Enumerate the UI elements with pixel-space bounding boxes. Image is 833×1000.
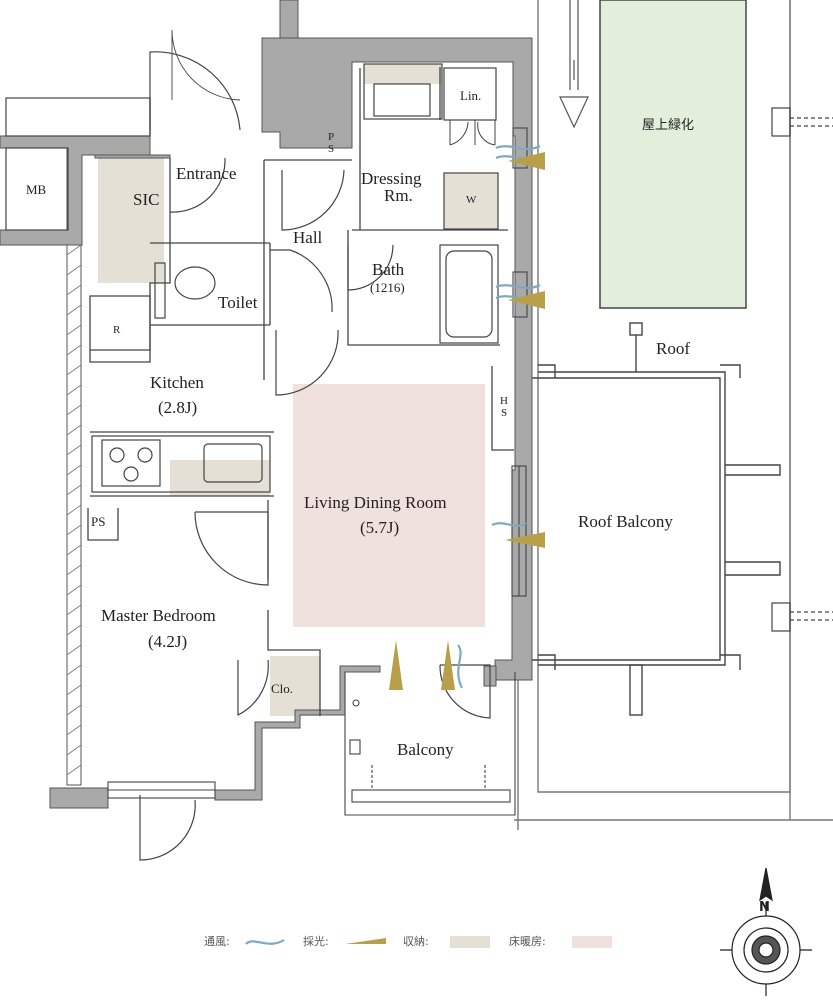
label-master: Master Bedroom [101,606,216,625]
floor-heating-area [293,384,485,627]
compass-rose [720,867,812,996]
vanity [363,63,499,230]
daylight-arrows [389,152,545,690]
label-ps-left: PS [91,514,106,529]
rooftop-green-area [599,0,747,309]
legend-swatches [245,936,612,948]
label-kitchen-size: (2.8J) [158,398,198,417]
label-w: W [466,194,477,206]
label-clo: Clo. [271,681,294,696]
exterior-wall-hatched [66,244,82,786]
label-master-size: (4.2J) [148,632,188,651]
linen-doors [449,120,496,146]
roof-balcony-frame [532,322,781,716]
balcony-area [344,672,516,816]
storage-areas [98,64,498,716]
label-toilet: Toilet [218,293,258,312]
label-roof-balcony: Roof Balcony [578,512,673,531]
label-roof: Roof [656,339,690,358]
door-swings [139,29,491,861]
label-hall: Hall [293,228,323,247]
legend-storage: 収納: [403,935,429,948]
label-lin: Lin. [460,88,482,103]
label-r: R [113,324,121,336]
compass-north-label: N [759,900,770,915]
label-hs: H S [500,395,508,419]
legend-ventilation: 通風: [204,935,230,948]
legend-daylight: 採光: [303,935,329,948]
label-dressing-2: Rm. [384,186,413,205]
label-bath-size: (1216) [370,280,405,295]
label-ldr-size: (5.7J) [360,518,400,537]
railing-fittings [771,107,833,632]
label-mb: MB [26,182,47,197]
label-dressing-1: Dressing [361,169,422,188]
label-entrance: Entrance [176,164,237,183]
label-bath: Bath [372,260,405,279]
label-ps-top: P S [327,131,335,155]
legend-floor-heating: 床暖房: [509,935,546,948]
drain-fixture [559,0,589,129]
site-boundary [514,0,833,830]
label-sic: SIC [133,190,160,209]
bathtub [439,244,499,344]
label-balcony: Balcony [397,740,454,759]
walls [0,0,533,809]
kitchen-counter [91,435,271,493]
label-ldr: Living Dining Room [304,493,447,512]
label-rooftop-green: 屋上緑化 [642,118,695,133]
bottom-window [107,781,216,799]
label-kitchen: Kitchen [150,373,204,392]
toilet-fixture [154,262,216,319]
